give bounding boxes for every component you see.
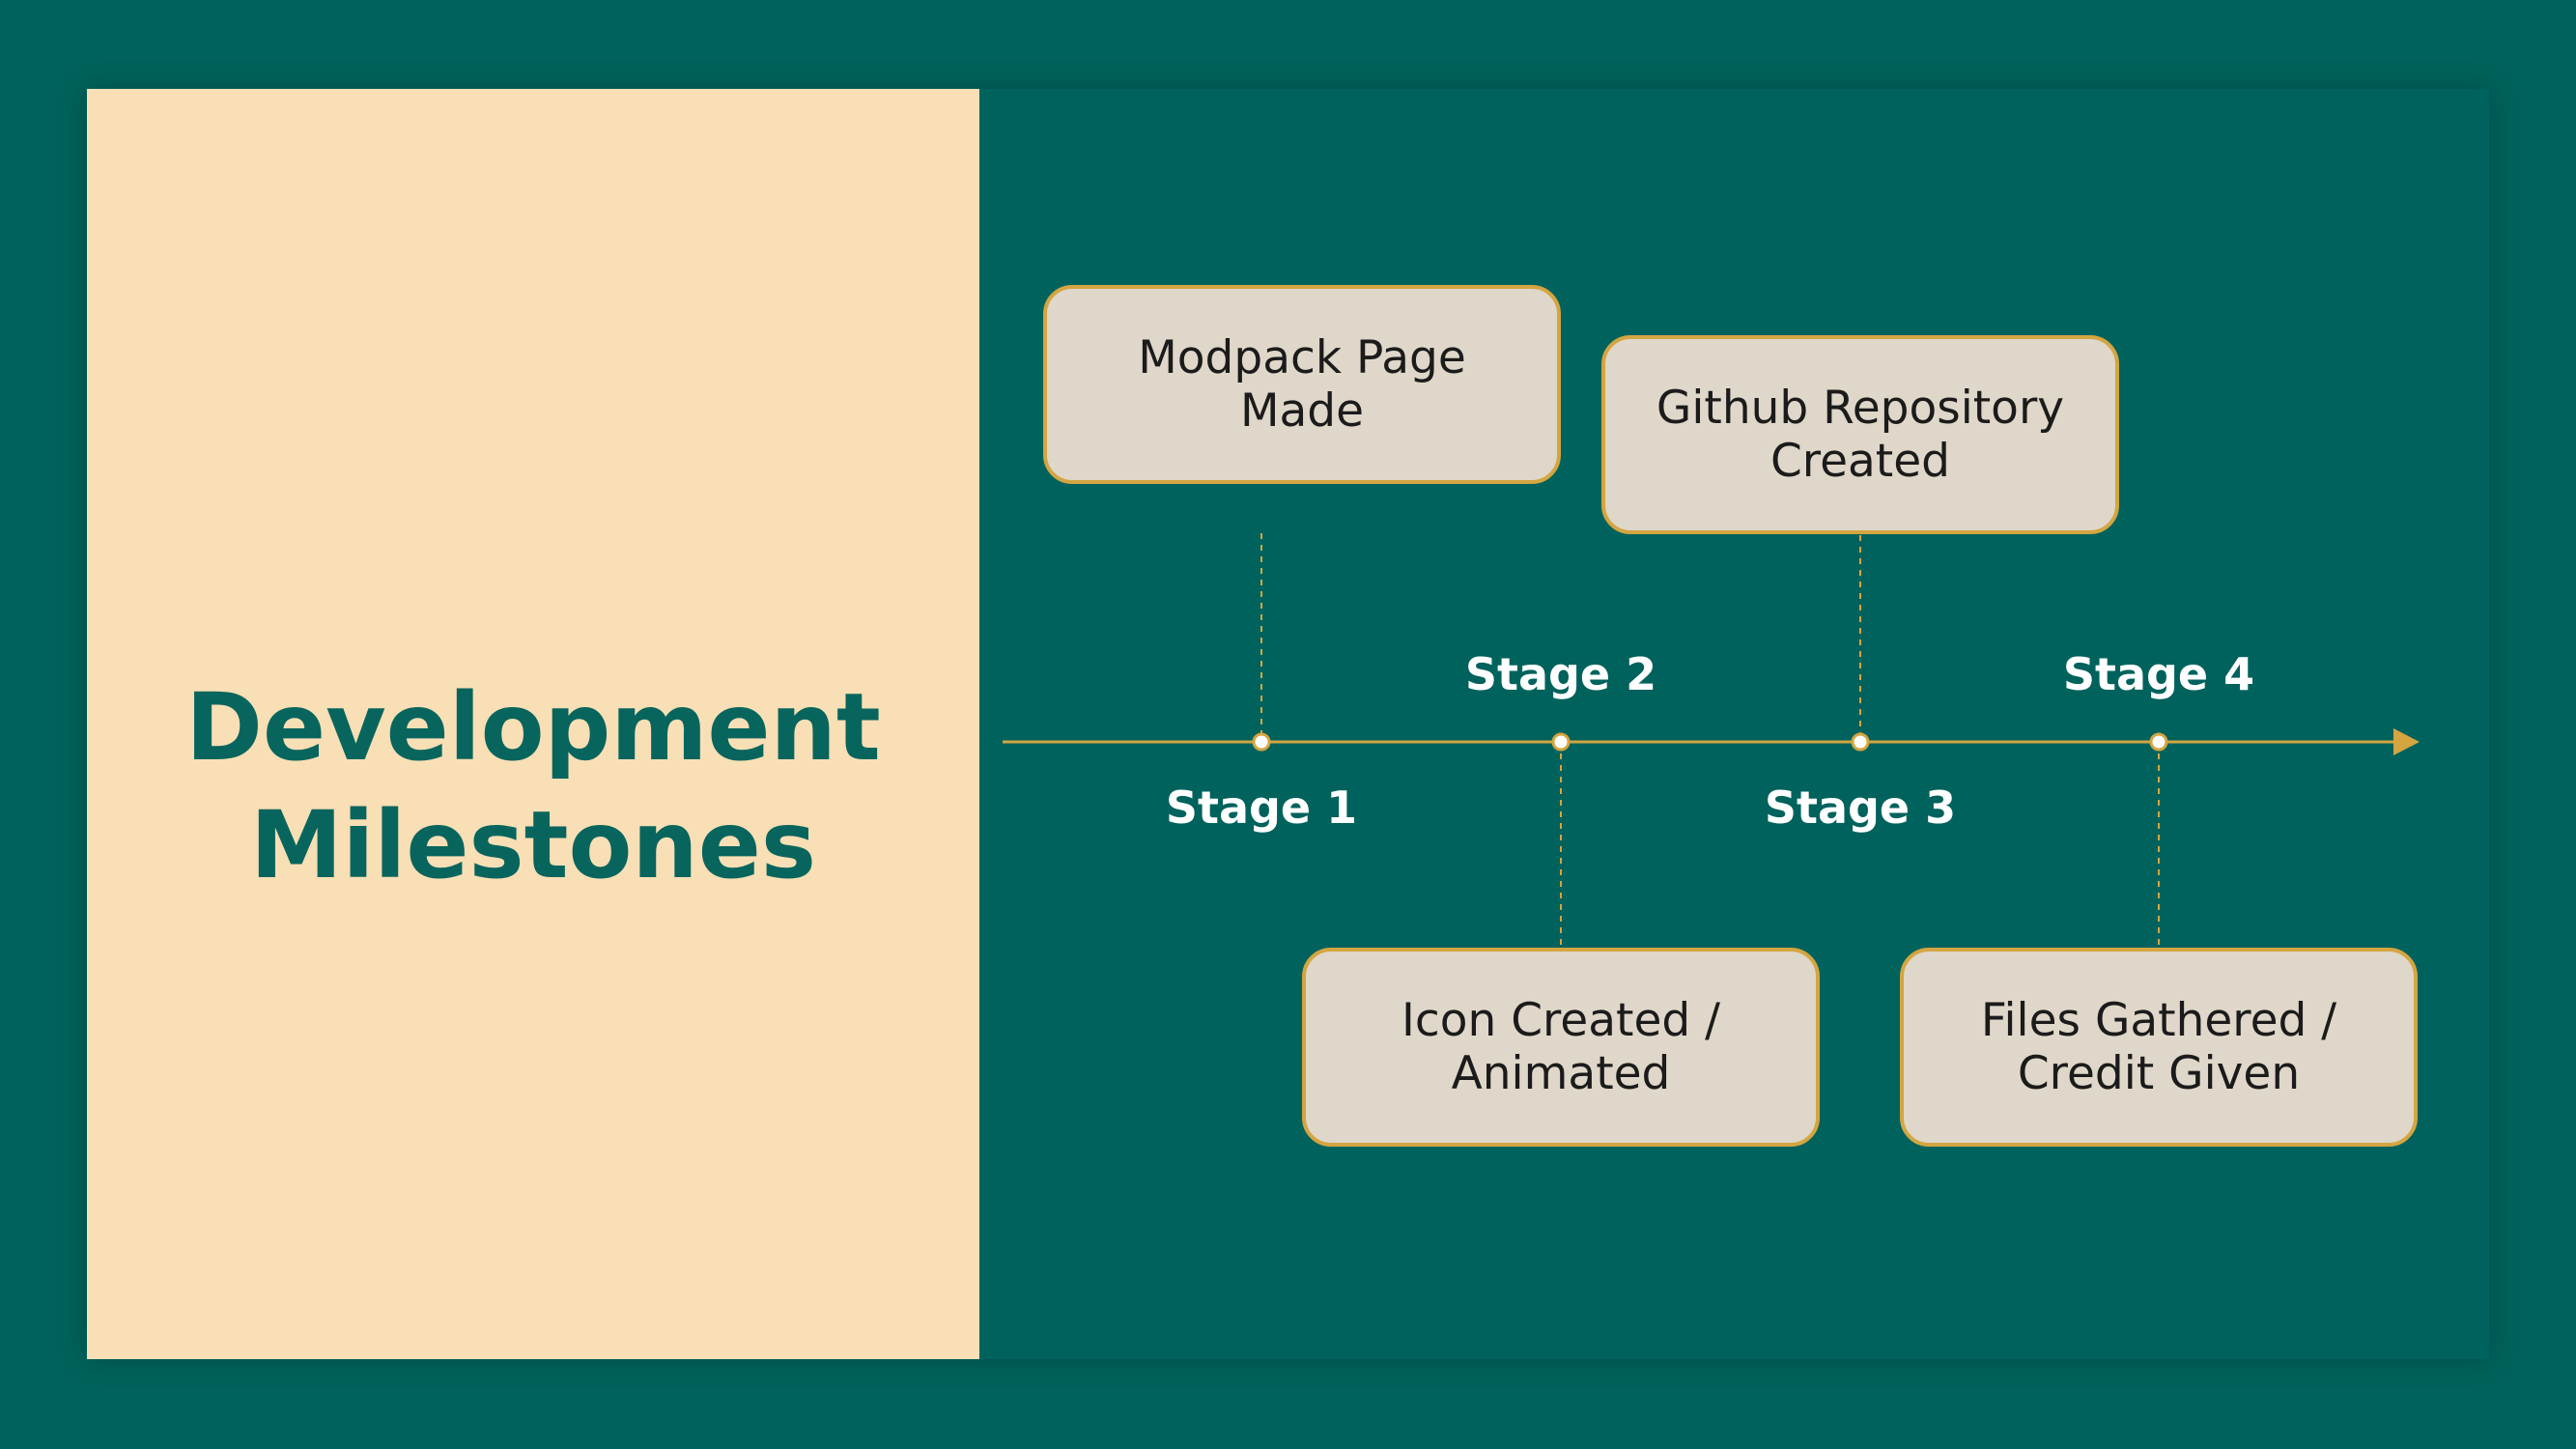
timeline-arrowhead <box>2393 728 2420 755</box>
timeline-node-stage-3 <box>1851 732 1870 752</box>
milestone-text-line-2: Made <box>1239 384 1365 438</box>
milestone-text-line-2: Credit Given <box>2017 1047 2301 1100</box>
page-title: Development Milestones <box>87 668 979 904</box>
milestone-text-line-2: Animated <box>1451 1047 1671 1100</box>
title-line-2: Milestones <box>249 791 817 899</box>
stage-label-1: Stage 1 <box>1165 781 1358 834</box>
milestone-box-stage-2: Icon Created / Animated <box>1302 948 1820 1147</box>
timeline-node-stage-1 <box>1252 732 1271 752</box>
slide: Development Milestones Stage 1 Stage 2 S… <box>87 89 2489 1359</box>
milestone-box-stage-3: Github Repository Created <box>1601 335 2119 534</box>
timeline-diagram <box>1003 533 2420 949</box>
milestone-text-line-2: Created <box>1769 435 1950 488</box>
title-panel: Development Milestones <box>87 89 979 1359</box>
milestone-text-line-1: Files Gathered / <box>1980 994 2337 1047</box>
milestone-box-stage-1: Modpack Page Made <box>1043 285 1561 484</box>
milestone-text-line-1: Github Repository <box>1656 382 2065 435</box>
milestone-box-stage-4: Files Gathered / Credit Given <box>1900 948 2418 1147</box>
timeline-node-stage-4 <box>2149 732 2168 752</box>
timeline-node-stage-2 <box>1551 732 1571 752</box>
stage-label-4: Stage 4 <box>2062 648 2255 700</box>
stage-label-2: Stage 2 <box>1464 648 1657 700</box>
milestone-text-line-1: Modpack Page <box>1138 331 1466 384</box>
stage-label-3: Stage 3 <box>1764 781 1957 834</box>
milestone-text-line-1: Icon Created / <box>1401 994 1720 1047</box>
title-line-1: Development <box>185 673 881 781</box>
